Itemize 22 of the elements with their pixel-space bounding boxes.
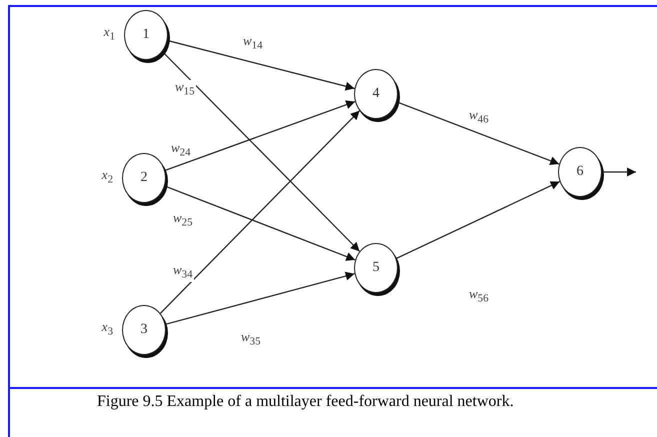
- node-number: 4: [372, 86, 380, 102]
- node-number: 1: [142, 27, 150, 43]
- figure-caption: Figure 9.5 Example of a multilayer feed-forward neural network.: [97, 393, 514, 411]
- neuron-circle: [354, 243, 398, 293]
- input-label: x$_{2}$: [102, 167, 113, 186]
- neuron-circle: [558, 147, 602, 197]
- arrow: [396, 101, 560, 166]
- arrow: [396, 181, 560, 259]
- node-number: 6: [576, 164, 584, 180]
- node-number: 3: [140, 322, 148, 338]
- input-label: x$_{1}$: [104, 24, 115, 43]
- arrow: [167, 40, 355, 91]
- input-label: x$_{3}$: [102, 319, 113, 338]
- arrow: [602, 168, 636, 176]
- neuron-circle: [354, 69, 398, 119]
- arrow: [165, 272, 355, 325]
- arrow: [160, 110, 360, 314]
- node-number: 5: [372, 260, 380, 276]
- arrow: [164, 186, 356, 261]
- arrow: [162, 51, 360, 252]
- node-number: 2: [140, 170, 148, 186]
- arrow: [164, 100, 356, 171]
